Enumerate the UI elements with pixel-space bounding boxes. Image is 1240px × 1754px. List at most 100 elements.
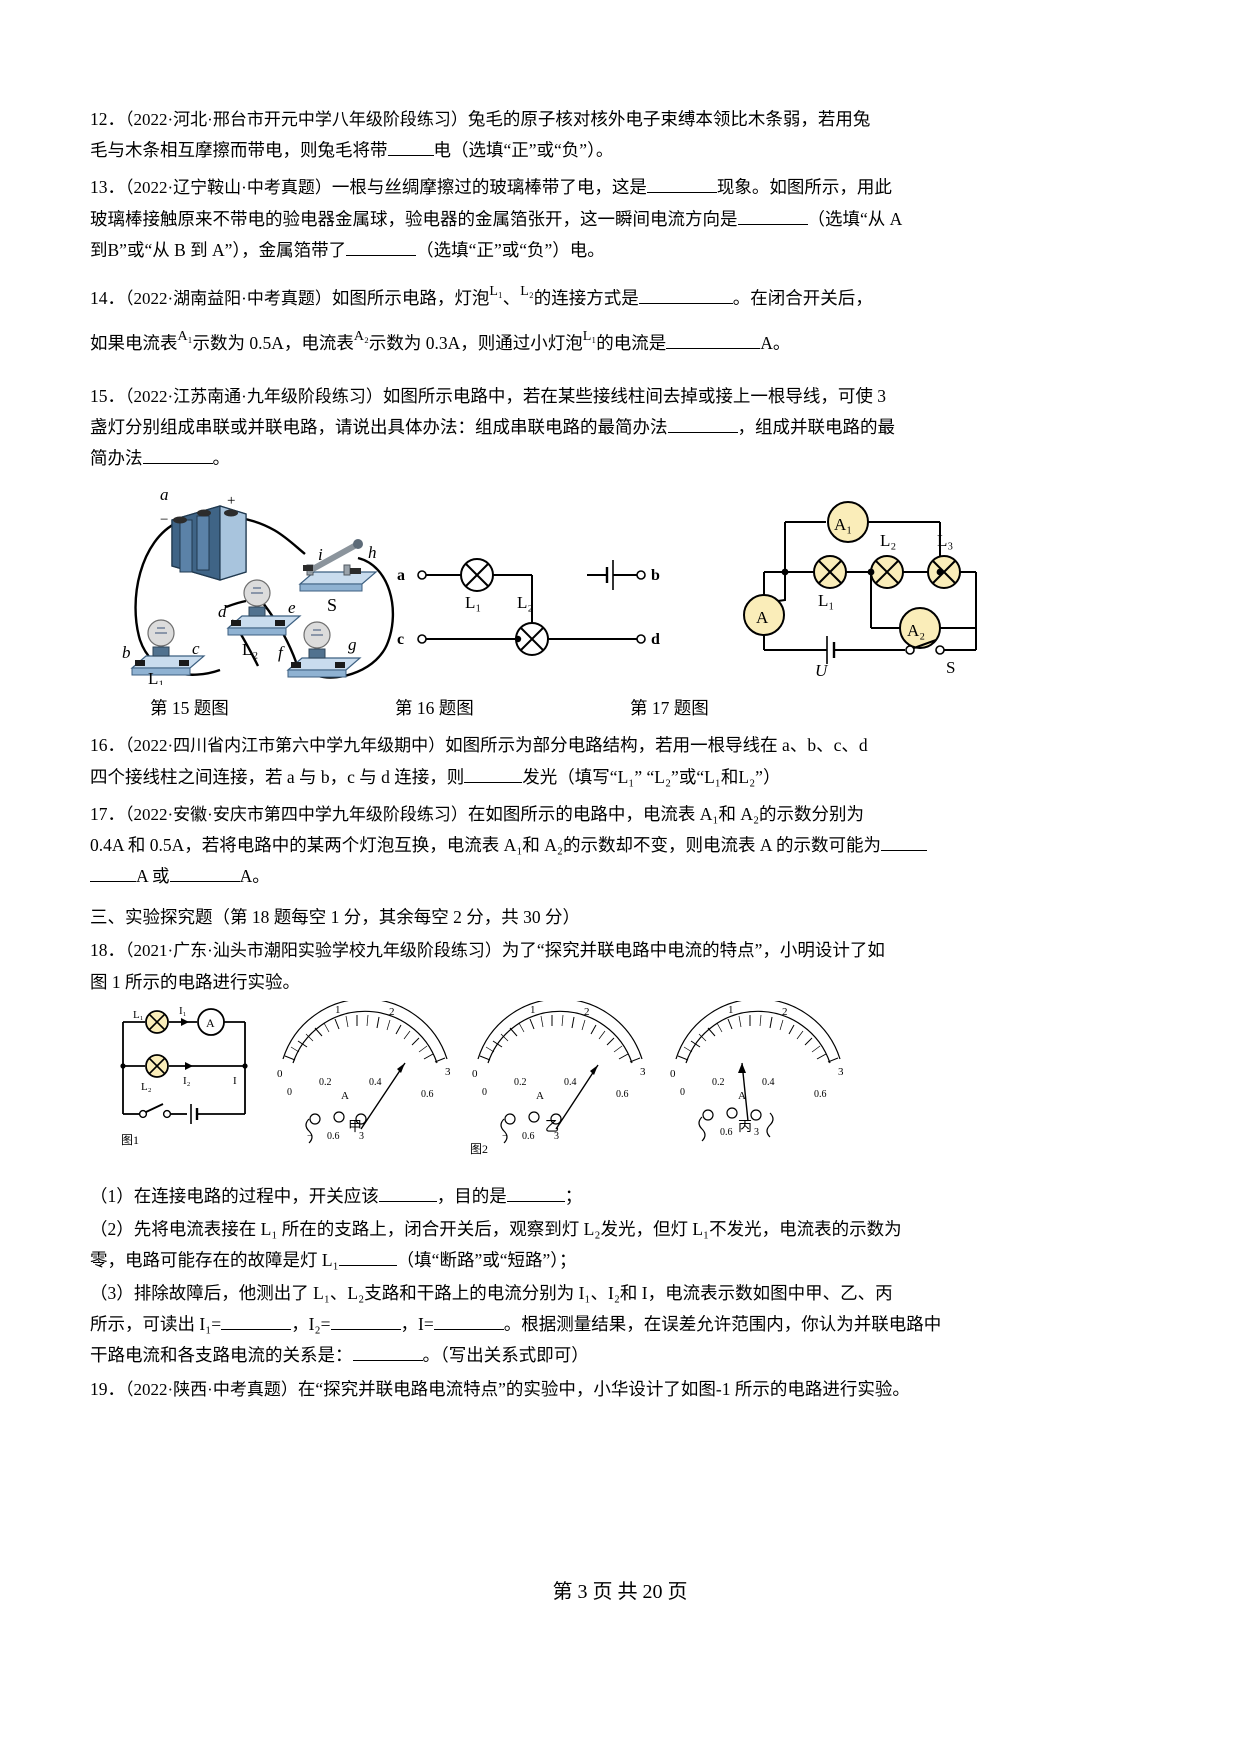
- q13-body-1a: 一根与丝绸摩擦过的玻璃棒带了电，这是: [331, 177, 647, 198]
- ammeter-dial-yi: 0 1 2 3 0 0.2 0.4 0.6 A − 0.6 3: [472, 1000, 646, 1144]
- tick-top-3: 3: [445, 1066, 451, 1078]
- q12-blank-1: [387, 155, 434, 157]
- q14-body-2b: 示数为 0.5A，电流表: [192, 333, 354, 354]
- q17-num: 17．: [90, 803, 125, 824]
- q16-body-2a: 四个接线柱之间连接，若 a 与 b，c 与 d 连接，则: [90, 766, 465, 787]
- q13-blank-2: [737, 223, 808, 225]
- q14-blank-2: [666, 348, 761, 350]
- figure-15-pictorial-circuit: a − + i h S: [122, 485, 395, 685]
- q18-body-2: 图 1 所示的电路进行实验。: [90, 971, 300, 992]
- q16-body-1: 如图所示为部分电路结构，若用一根导线在 a、b、c、d: [445, 735, 868, 756]
- tick-bottom-3: 0.6: [616, 1089, 629, 1100]
- q18-p3-blank-2: [330, 1329, 401, 1331]
- terminal-0-6: 0.6: [522, 1131, 535, 1142]
- fig15-label-a: a: [160, 485, 169, 504]
- q12-body-2a: 毛与木条相互摩擦而带电，则兔毛将带: [90, 140, 388, 161]
- terminal-minus: −: [307, 1131, 313, 1142]
- q15-body-2b: ，组成并联电路的最: [737, 417, 896, 438]
- q15-blank-1: [667, 432, 738, 434]
- q14-body-1b: 的连接方式是: [533, 287, 639, 308]
- q14-label-A2: A₂: [353, 329, 369, 345]
- lamp-L2-icon: [226, 579, 302, 636]
- fig17-label-L2: L₂: [880, 531, 896, 550]
- fig18-label-I: I: [233, 1075, 237, 1087]
- tick-top-1: 1: [335, 1004, 341, 1016]
- tick-top-3: 3: [838, 1066, 844, 1078]
- q18-p2-blank-1: [338, 1265, 397, 1267]
- terminal-minus: −: [502, 1131, 508, 1142]
- fig15-label-i: i: [318, 545, 323, 564]
- section-3-title: 三、实验探究题（第 18 题每空 1 分，其余每空 2 分，共 30 分）: [90, 907, 580, 928]
- tick-top-0: 0: [472, 1068, 478, 1080]
- caption-fig-15: 第 15 题图: [150, 698, 229, 719]
- q13-body-3a: 到B”或“从 B 到 A”），金属箔带了: [90, 239, 347, 260]
- fig17-label-L1: L₁: [818, 591, 834, 610]
- q18-part-3: （3）排除故障后，他测出了 L₁、L₂支路和干路上的电流分别为 I₁、I₂和 I…: [90, 1278, 1150, 1371]
- q18-part-1-t1: 在连接电路的过程中，开关应该: [133, 1185, 379, 1206]
- q14-source: （2022·湖南益阳·中考真题）: [125, 288, 332, 308]
- q18-body-1: 为了“探究并联电路中电流的特点”，小明设计了如: [501, 940, 885, 961]
- fig15-label-e: e: [288, 598, 296, 617]
- figure-captions-row: 第 15 题图 第 16 题图 第 17 题图: [90, 695, 1150, 720]
- q18-p1-blank-2: [506, 1200, 565, 1202]
- tick-top-0: 0: [277, 1068, 283, 1080]
- q18-source: （2021·广东·汕头市潮阳实验学校九年级阶段练习）: [125, 941, 502, 961]
- q15-source: （2022·江苏南通·九年级阶段练习）: [125, 386, 383, 406]
- tick-bottom-0: 0: [680, 1087, 685, 1098]
- q18-part-2-t1: 先将电流表接在 L₁ 所在的支路上，闭合开关后，观察到灯 L₂发光，但灯 L₁不…: [133, 1218, 902, 1239]
- q12-num: 12．: [90, 109, 125, 129]
- q14-sep: 、: [502, 287, 521, 308]
- q18-p1-blank-1: [378, 1200, 437, 1202]
- fig16-label-d: d: [651, 631, 660, 648]
- fig15-label-c: c: [192, 639, 200, 658]
- tick-bottom-2: 0.4: [369, 1077, 382, 1088]
- caption-fig-17: 第 17 题图: [630, 698, 709, 719]
- q12-body-1: 兔毛的原子核对核外电子束缚本领比木条弱，若用兔: [467, 109, 871, 129]
- tick-bottom-0: 0: [482, 1087, 487, 1098]
- fig16-label-L2: L₂: [517, 593, 533, 612]
- q18-part-3-t6: 干路电流和各支路电流的关系是：: [90, 1345, 353, 1366]
- lamp-L1-icon: [130, 619, 206, 676]
- ammeter-dial-bing: 0 1 2 3 0 0.2 0.4 0.6 A 0.6 3: [670, 1000, 844, 1142]
- q13-body-1b: 现象。如图所示，用此: [716, 177, 892, 198]
- tick-top-2: 2: [389, 1006, 395, 1018]
- tick-top-0: 0: [670, 1068, 676, 1080]
- q13-num: 13．: [90, 177, 125, 198]
- q18-part-3-t4: ，I=: [400, 1314, 434, 1335]
- lamp-right-icon: [286, 621, 362, 678]
- tick-top-2: 2: [584, 1006, 590, 1018]
- q13-body-3b: （选填“正”或“负”）电。: [416, 239, 605, 260]
- fig15-label-S: S: [327, 595, 337, 615]
- fig18-caption-right: 图2: [470, 1141, 489, 1156]
- fig17-label-U: U: [815, 661, 829, 680]
- fig16-label-a: a: [397, 567, 405, 584]
- figure-16-schematic: a L₁ c L₂ b d: [397, 558, 660, 657]
- fig15-label-h: h: [368, 543, 377, 562]
- q18-part-3-t2: 所示，可读出 I₁=: [90, 1314, 222, 1335]
- q18-part-3-t5: 。根据测量结果，在误差允许范围内，你认为并联电路中: [503, 1314, 942, 1335]
- terminal-3: 3: [754, 1127, 759, 1138]
- tick-top-1: 1: [530, 1004, 536, 1016]
- fig15-label-minus: −: [160, 512, 168, 528]
- q14-body-2c: 示数为 0.3A，则通过小灯泡: [368, 333, 583, 354]
- tick-bottom-0: 0: [287, 1087, 292, 1098]
- fig15-label-b: b: [122, 643, 131, 662]
- tick-bottom-1: 0.2: [319, 1077, 332, 1088]
- caption-fig-16: 第 16 题图: [395, 698, 474, 719]
- q13-source: （2022·辽宁鞍山·中考真题）: [125, 178, 332, 198]
- question-15: 15．（2022·江苏南通·九年级阶段练习）如图所示电路中，若在某些接线柱间去掉…: [90, 381, 1150, 475]
- fig15-label-L2: L₂: [242, 640, 258, 659]
- fig18-caption-left: 图1: [121, 1133, 139, 1147]
- question-19: 19．（2022·陕西·中考真题）在“探究并联电路电流特点”的实验中，小华设计了…: [90, 1374, 1150, 1405]
- q15-num: 15．: [90, 385, 125, 406]
- q18-part-2-t2: 零，电路可能存在的故障是灯 L₁: [90, 1250, 339, 1271]
- q13-body-2a: 玻璃棒接触原来不带电的验电器金属球，验电器的金属箔张开，这一瞬间电流方向是: [90, 208, 738, 229]
- q19-num: 19．: [90, 1378, 125, 1399]
- fig15-label-plus: +: [227, 493, 235, 509]
- q18-part-1-label: （1）: [90, 1185, 134, 1206]
- q18-part-1-t2: ，目的是: [436, 1185, 507, 1206]
- fig18-ammeter-label: A: [206, 1016, 215, 1030]
- tick-bottom-3: 0.6: [421, 1089, 434, 1100]
- q18-num: 18．: [90, 940, 125, 961]
- fig17-label-S: S: [946, 658, 955, 677]
